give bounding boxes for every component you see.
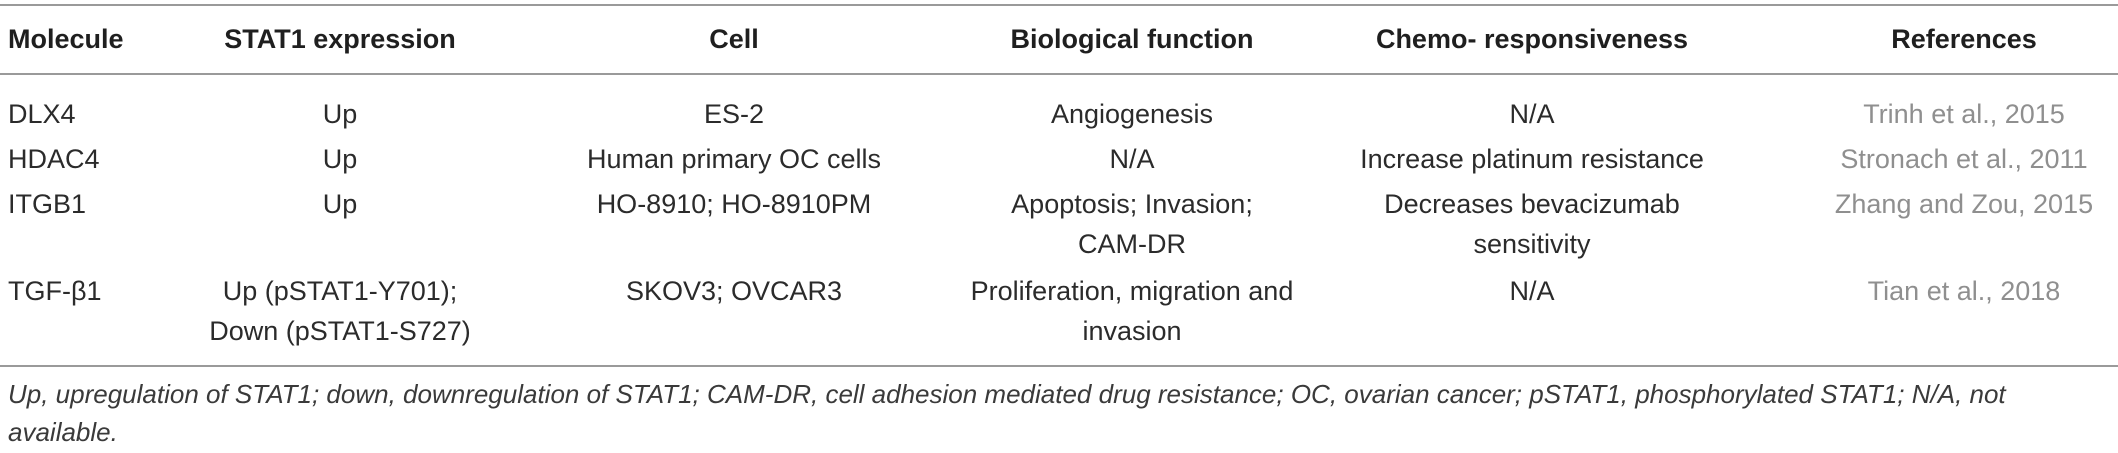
cell-chemo: N/A bbox=[1509, 276, 1555, 306]
cell-stat1-line2: Down (pSTAT1-S727) bbox=[209, 316, 471, 346]
cell-molecule: HDAC4 bbox=[8, 144, 100, 174]
cell-function-line2: invasion bbox=[1082, 316, 1182, 346]
cell-function: Apoptosis; Invasion; bbox=[1011, 189, 1253, 219]
cell-function: Proliferation, migration and bbox=[970, 276, 1294, 306]
cell-reference-link[interactable]: Stronach et al., 2011 bbox=[1840, 144, 2088, 174]
cell-cell: HO-8910; HO-8910PM bbox=[596, 189, 872, 219]
cell-cell: ES-2 bbox=[703, 99, 765, 129]
cell-stat1: Up bbox=[322, 144, 358, 174]
cell-cell: SKOV3; OVCAR3 bbox=[625, 276, 843, 306]
header-references: References bbox=[1891, 24, 2037, 54]
cell-molecule: TGF-β1 bbox=[8, 276, 102, 306]
cell-cell: Human primary OC cells bbox=[586, 144, 882, 174]
bottom-rule bbox=[0, 365, 2118, 367]
cell-stat1: Up bbox=[322, 99, 358, 129]
cell-reference-link[interactable]: Zhang and Zou, 2015 bbox=[1834, 189, 2094, 219]
top-rule bbox=[0, 4, 2118, 6]
cell-chemo: Increase platinum resistance bbox=[1360, 144, 1704, 174]
header-molecule: Molecule bbox=[8, 24, 124, 54]
header-rule bbox=[0, 73, 2118, 75]
cell-stat1: Up (pSTAT1-Y701); bbox=[222, 276, 458, 306]
cell-chemo: N/A bbox=[1509, 99, 1555, 129]
cell-chemo: Decreases bevacizumab bbox=[1384, 189, 1680, 219]
header-cell: Cell bbox=[709, 24, 759, 54]
cell-function: Angiogenesis bbox=[1050, 99, 1214, 129]
table-footnote: Up, upregulation of STAT1; down, downreg… bbox=[8, 379, 2006, 447]
cell-molecule: ITGB1 bbox=[8, 189, 87, 219]
cell-chemo-line2: sensitivity bbox=[1473, 229, 1591, 259]
cell-molecule: DLX4 bbox=[8, 99, 76, 129]
header-biological-function: Biological function bbox=[1010, 24, 1254, 54]
cell-function: N/A bbox=[1109, 144, 1155, 174]
header-stat1-expression: STAT1 expression bbox=[224, 24, 456, 54]
cell-reference-link[interactable]: Trinh et al., 2015 bbox=[1863, 99, 2065, 129]
cell-stat1: Up bbox=[322, 189, 358, 219]
header-chemo-responsiveness: Chemo- responsiveness bbox=[1375, 24, 1689, 54]
cell-reference-link[interactable]: Tian et al., 2018 bbox=[1867, 276, 2061, 306]
cell-function-line2: CAM-DR bbox=[1078, 229, 1186, 259]
